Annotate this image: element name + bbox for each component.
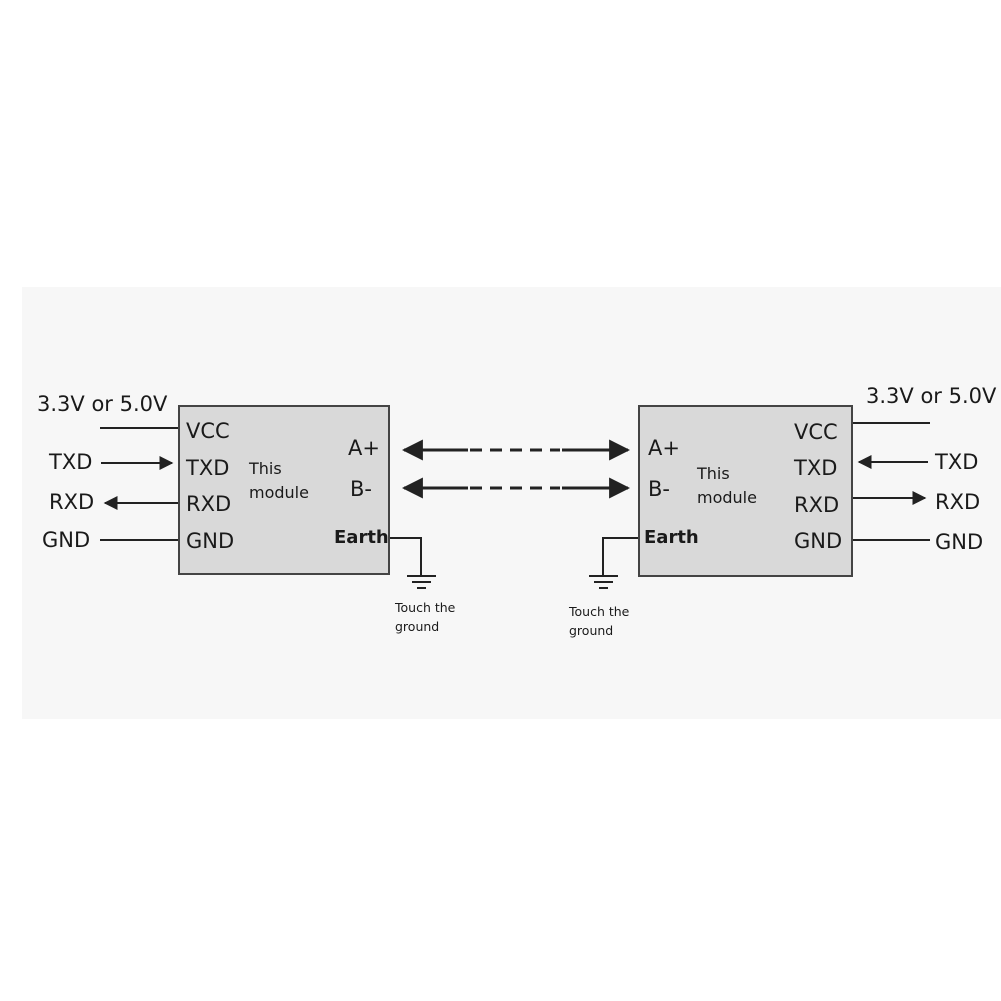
left-pin-txd: TXD	[186, 456, 230, 480]
right-pin-gnd: GND	[794, 529, 843, 553]
left-pin-vcc: VCC	[186, 419, 230, 443]
left-ext-gnd-label: GND	[42, 528, 91, 552]
left-pin-b: B-	[350, 477, 372, 501]
right-pin-earth: Earth	[644, 527, 699, 548]
left-ground-note: Touch the ground	[395, 598, 455, 636]
left-ext-txd-label: TXD	[49, 450, 93, 474]
left-supply-label: 3.3V or 5.0V	[37, 392, 168, 416]
right-module-text-line1: This	[697, 464, 730, 483]
right-ground-note: Touch the ground	[569, 602, 629, 640]
right-pin-txd: TXD	[794, 456, 838, 480]
left-module-text-line2: module	[249, 483, 309, 502]
right-ground-note-line1: Touch the	[569, 604, 630, 619]
right-module-text: This module	[697, 462, 757, 510]
left-module-box	[178, 405, 390, 575]
right-ext-gnd-label: GND	[935, 530, 984, 554]
right-ext-rxd-label: RXD	[935, 490, 981, 514]
right-earth-wire	[602, 537, 638, 575]
left-earth-wire	[390, 537, 422, 575]
right-supply-label: 3.3V or 5.0V	[866, 384, 997, 408]
right-ext-txd-label: TXD	[935, 450, 979, 474]
right-pin-vcc: VCC	[794, 420, 838, 444]
left-pin-gnd: GND	[186, 529, 235, 553]
left-module-text: This module	[249, 457, 309, 505]
left-pin-rxd: RXD	[186, 492, 232, 516]
right-pin-rxd: RXD	[794, 493, 840, 517]
left-ground-note-line1: Touch the	[395, 600, 456, 615]
right-ground-icon	[589, 575, 618, 589]
right-pin-b: B-	[648, 477, 670, 501]
right-module-text-line2: module	[697, 488, 757, 507]
left-ground-icon	[407, 575, 436, 589]
right-pin-a: A+	[648, 436, 680, 460]
left-ext-rxd-label: RXD	[49, 490, 95, 514]
left-module-text-line1: This	[249, 459, 282, 478]
left-ground-note-line2: ground	[395, 619, 440, 634]
right-ground-note-line2: ground	[569, 623, 614, 638]
left-pin-a: A+	[348, 436, 380, 460]
left-pin-earth: Earth	[334, 527, 389, 548]
right-module-box	[638, 405, 853, 577]
